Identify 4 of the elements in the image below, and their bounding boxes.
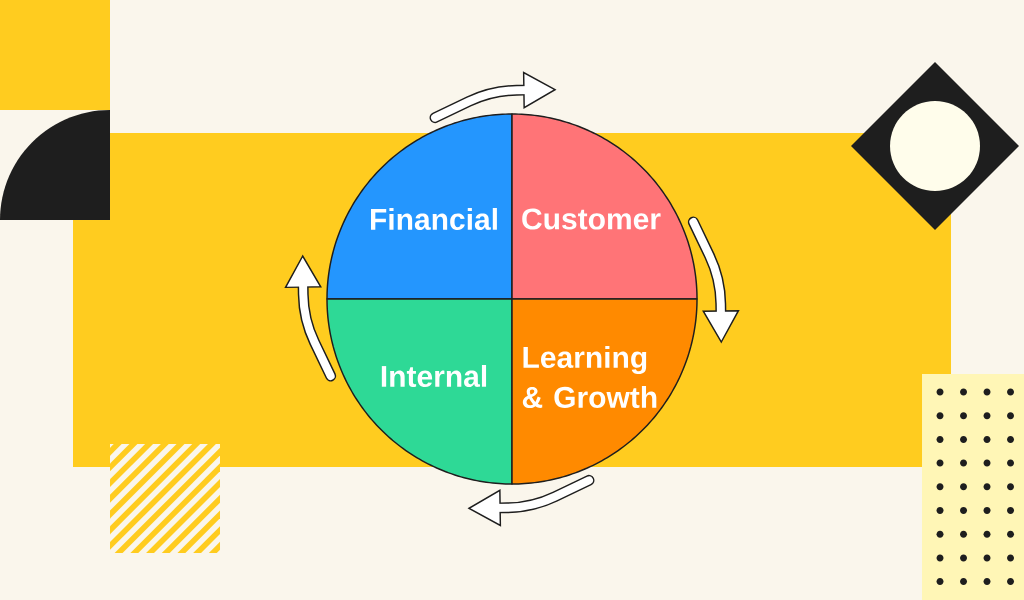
- quadrant: Financial: [326, 113, 513, 300]
- quadrant: Customer: [511, 113, 698, 300]
- quadrant: Learning & Growth: [511, 298, 698, 485]
- quadrant: Internal: [326, 298, 513, 485]
